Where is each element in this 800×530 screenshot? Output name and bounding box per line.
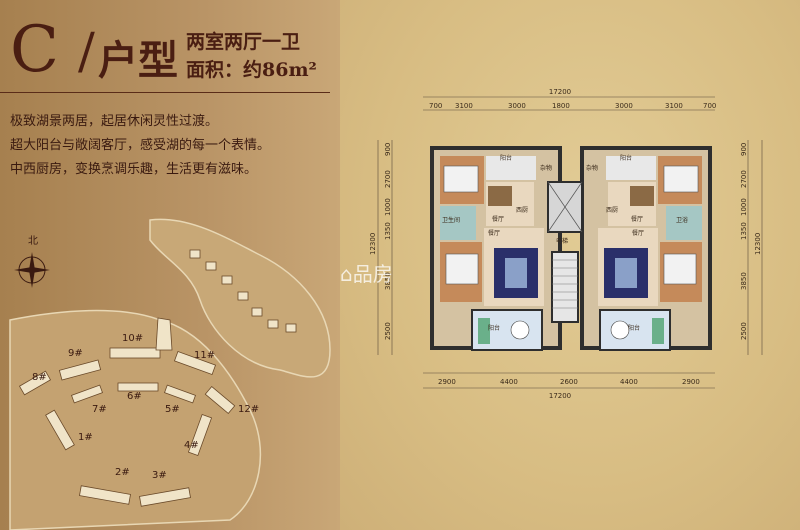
dim-top-4: 1800 [552, 102, 570, 110]
dim-right-5: 3850 [740, 272, 748, 290]
room-label-dining-left-2: 餐厅 [488, 229, 500, 237]
dim-top-5: 3000 [615, 102, 633, 110]
building-ring [18, 347, 236, 507]
building-label-1: 1# [78, 432, 93, 443]
dim-bottom-5: 2900 [682, 378, 700, 386]
dim-total-width-top: 17200 [549, 88, 571, 96]
dim-left-1: 900 [384, 143, 392, 156]
room-label-balcony-left: 阳台 [500, 154, 512, 162]
dim-top-1: 700 [429, 102, 442, 110]
description-line-2: 超大阳台与敞阔客厅，感受湖的每一个表情。 [10, 138, 271, 153]
dim-bottom-1: 2900 [438, 378, 456, 386]
building-label-7: 7# [92, 404, 107, 415]
room-label-balcony-right-2: 阳台 [628, 324, 640, 332]
balcony-table-icon [610, 320, 630, 340]
bed-icon [663, 253, 697, 285]
title-slash: / [78, 22, 95, 80]
building-label-12: 12# [238, 404, 259, 415]
building-label-10: 10# [122, 333, 143, 344]
compass-icon: 北 [14, 235, 50, 288]
stair-icon [551, 251, 579, 323]
building-label-9: 9# [68, 348, 83, 359]
description-line-1: 极致湖景两居，起居休闲灵性过渡。 [10, 114, 219, 129]
dim-top-7: 700 [703, 102, 716, 110]
bed-icon [443, 165, 479, 193]
dim-total-depth-left: 12300 [369, 233, 377, 255]
dim-top-6: 3100 [665, 102, 683, 110]
room-label-kitchen-right: 西厨 [606, 207, 618, 214]
building-label-3: 3# [152, 470, 167, 481]
building-label-5: 5# [165, 404, 180, 415]
planter-icon [652, 318, 664, 344]
dining-table-icon [630, 186, 654, 206]
room-label-balcony-right: 阳台 [620, 154, 632, 162]
room-label-dining-right: 餐厅 [631, 215, 643, 223]
unit-plan-left [430, 146, 562, 351]
room-label-bathroom-right: 卫浴 [676, 216, 688, 224]
dim-left-2: 2700 [384, 170, 392, 188]
building-label-2: 2# [115, 467, 130, 478]
unit-layout: 两室两厅一卫 [186, 31, 301, 53]
description-line-3: 中西厨房，变换烹调乐趣，生活更有滋味。 [10, 162, 258, 177]
dim-right-2: 2700 [740, 170, 748, 188]
dim-left-3: 1000 [384, 198, 392, 216]
tower-building [155, 317, 173, 351]
unit-letter: C [10, 13, 59, 87]
dim-left-6: 2500 [384, 322, 392, 340]
lift-label: 电梯 [556, 237, 568, 245]
dim-bottom-4: 4400 [620, 378, 638, 386]
room-label-kitchen-left: 西厨 [516, 207, 528, 214]
dim-right-1: 900 [740, 143, 748, 156]
bed-icon [445, 253, 479, 285]
balcony-table-icon [510, 320, 530, 340]
info-panel: C / 户型 两室两厅一卫 面积：约86m² 极致湖景两居，起居休闲灵性过渡。 … [0, 0, 340, 530]
villa-cluster [189, 249, 297, 333]
room-label-storage-left: 杂物 [540, 164, 552, 172]
title-divider [0, 92, 330, 93]
building-label-4: 4# [184, 440, 199, 451]
building-label-6: 6# [127, 391, 142, 402]
dim-top-2: 3100 [455, 102, 473, 110]
bed-icon [663, 165, 699, 193]
building-label-8: 8# [32, 372, 47, 383]
room-label-bath-left: 卫生间 [442, 216, 460, 224]
dim-left-5: 3850 [384, 272, 392, 290]
unit-type-title: 户型 [98, 37, 178, 84]
dim-right-4: 1350 [740, 222, 748, 240]
room-label-balcony-left-2: 阳台 [488, 324, 500, 332]
site-map: 北 [9, 218, 331, 530]
dim-top-3: 3000 [508, 102, 526, 110]
dim-bottom-2: 4400 [500, 378, 518, 386]
planter-icon [478, 318, 490, 344]
building-label-11: 11# [194, 350, 215, 361]
unit-area: 面积：约86m² [186, 59, 317, 81]
dim-left-4: 1350 [384, 222, 392, 240]
building-core [547, 181, 583, 323]
dim-right-6: 2500 [740, 322, 748, 340]
room-label-storage-right: 杂物 [586, 164, 598, 172]
dim-bottom-3: 2600 [560, 378, 578, 386]
dim-total-depth-right: 12300 [754, 233, 762, 255]
dimension-lines [377, 96, 763, 389]
dim-total-width-bottom: 17200 [549, 392, 571, 400]
room-label-dining-left: 餐厅 [492, 215, 504, 223]
watermark: ⌂品房 [340, 262, 393, 286]
compass-label: 北 [28, 235, 38, 247]
dim-right-3: 1000 [740, 198, 748, 216]
unit-plan-right [580, 146, 712, 351]
dining-table-icon [488, 186, 512, 206]
room-label-dining-right-2: 餐厅 [632, 229, 644, 237]
